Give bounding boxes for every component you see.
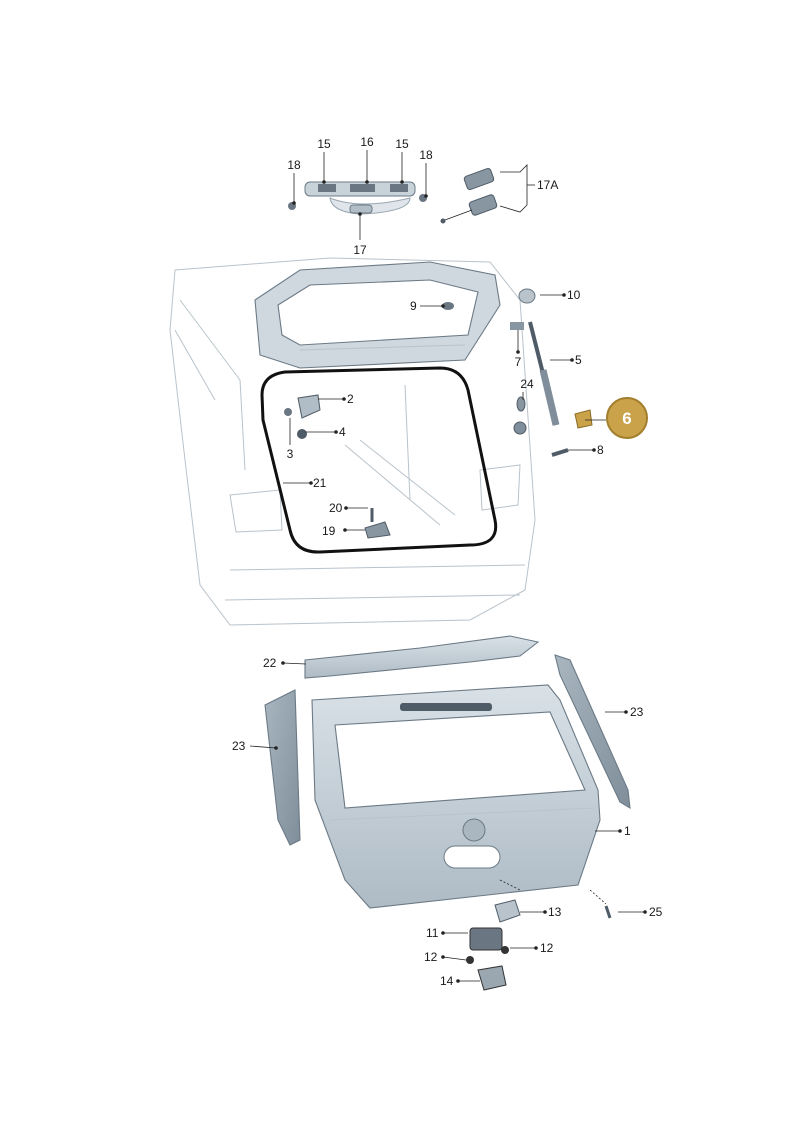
callout-18-right[interactable]: 18 xyxy=(419,148,433,162)
callout-24[interactable]: 24 xyxy=(520,377,534,391)
callout-5[interactable]: 5 xyxy=(575,353,582,367)
callout-9[interactable]: 9 xyxy=(410,299,417,313)
car-body xyxy=(169,257,536,626)
callout-12-right[interactable]: 12 xyxy=(540,941,554,955)
callout-16[interactable]: 16 xyxy=(360,135,374,149)
raised-tailgate-frame xyxy=(254,261,501,369)
callout-19[interactable]: 19 xyxy=(322,524,336,538)
spoiler-22 xyxy=(304,635,540,679)
callout-15-left[interactable]: 15 xyxy=(317,137,331,151)
callout-17[interactable]: 17 xyxy=(353,243,367,257)
door-seal-21 xyxy=(260,366,498,554)
callout-21[interactable]: 21 xyxy=(313,476,327,490)
callout-25[interactable]: 25 xyxy=(649,905,663,919)
callout-18-left[interactable]: 18 xyxy=(287,158,301,172)
callout-2[interactable]: 2 xyxy=(347,392,354,406)
callout-3[interactable]: 3 xyxy=(287,447,294,461)
highlight-badge-label: 6 xyxy=(622,409,631,428)
callout-23-right[interactable]: 23 xyxy=(630,705,644,719)
callout-13[interactable]: 13 xyxy=(548,905,562,919)
callout-4[interactable]: 4 xyxy=(339,425,346,439)
callout-23-left[interactable]: 23 xyxy=(232,739,246,753)
callout-8[interactable]: 8 xyxy=(597,443,604,457)
highlight-badge-6[interactable]: 6 xyxy=(606,397,648,439)
callout-14[interactable]: 14 xyxy=(440,974,454,988)
callout-15-right[interactable]: 15 xyxy=(395,137,409,151)
side-trim-left-23 xyxy=(264,689,301,846)
callout-17a[interactable]: 17A xyxy=(537,178,558,192)
brake-light-assembly xyxy=(288,181,427,215)
hinge-parts xyxy=(284,302,454,539)
side-trim-right-23 xyxy=(554,654,631,810)
bulb-holders-17a xyxy=(440,167,498,224)
callout-10[interactable]: 10 xyxy=(567,288,581,302)
tailgate-1 xyxy=(311,684,601,909)
callout-11[interactable]: 11 xyxy=(426,926,439,940)
callout-20[interactable]: 20 xyxy=(329,501,343,515)
highlight-badge-circle xyxy=(606,397,648,439)
callout-12-left[interactable]: 12 xyxy=(424,950,438,964)
gas-strut-5 xyxy=(510,288,593,457)
callout-1[interactable]: 1 xyxy=(624,824,631,838)
callout-labels: 15 16 15 18 18 17A 17 10 9 7 5 24 2 4 3 … xyxy=(232,135,663,988)
callout-7[interactable]: 7 xyxy=(515,355,522,369)
lock-assembly xyxy=(466,899,612,991)
callout-22[interactable]: 22 xyxy=(263,656,277,670)
leader-lines xyxy=(249,150,647,983)
